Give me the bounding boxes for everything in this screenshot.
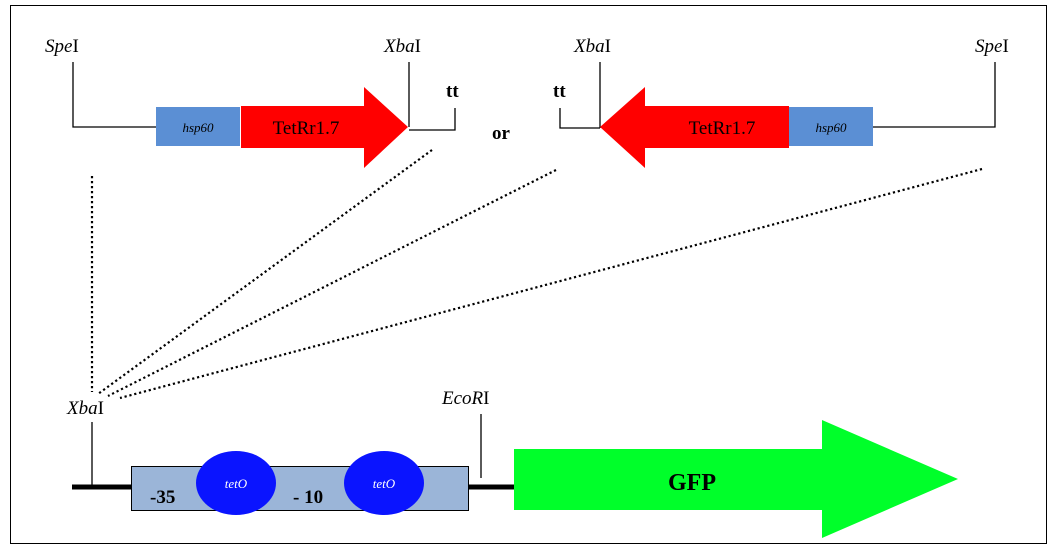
tl-spei-line — [72, 62, 158, 128]
gfp-arrow — [514, 420, 958, 538]
tl-xbai-label: XbaI — [383, 36, 421, 57]
tl-spei-label: SpeI — [45, 36, 79, 57]
tr-spei-line — [873, 62, 996, 128]
minus35-label: -35 — [150, 487, 175, 508]
bottom-xbai-label: XbaI — [66, 398, 104, 419]
minus10-label: - 10 — [293, 487, 323, 508]
top-left-construct: SpeI hsp60 TetRr1.7 XbaI tt — [45, 36, 459, 168]
guide-line-tr-end — [119, 167, 983, 400]
tr-hsp60-box — [789, 107, 873, 146]
insertion-guides — [90, 149, 983, 400]
tl-hsp60-box — [156, 107, 240, 146]
gfp-label: GFP — [668, 470, 716, 496]
tl-hsp60-label: hsp60 — [182, 120, 214, 135]
tr-tetr-label: TetRr1.7 — [689, 118, 756, 139]
tr-spei-label: SpeI — [975, 36, 1009, 57]
tl-tt-line — [409, 108, 456, 131]
or-label: or — [492, 123, 511, 144]
top-right-construct: tt XbaI TetRr1.7 hsp60 SpeI — [553, 36, 1009, 168]
tl-tetr-arrow — [241, 87, 408, 168]
guide-line-tr-start — [107, 169, 557, 397]
bottom-construct: XbaI -35 - 10 tetO tetO EcoRI GFP — [66, 388, 958, 538]
guide-line-tl-end — [97, 149, 433, 395]
teto-label-1: tetO — [225, 476, 248, 491]
tr-tt-label: tt — [553, 81, 566, 102]
tr-tetr-arrow — [600, 87, 789, 168]
tl-tt-label: tt — [446, 81, 459, 102]
teto-label-2: tetO — [373, 476, 396, 491]
tr-hsp60-label: hsp60 — [815, 120, 847, 135]
teto-operator-1 — [196, 451, 276, 515]
teto-operator-2 — [344, 451, 424, 515]
ecori-label: EcoRI — [441, 388, 489, 409]
tr-xbai-label: XbaI — [573, 36, 611, 57]
tr-tt-line — [559, 108, 600, 129]
tl-tetr-label: TetRr1.7 — [273, 118, 340, 139]
